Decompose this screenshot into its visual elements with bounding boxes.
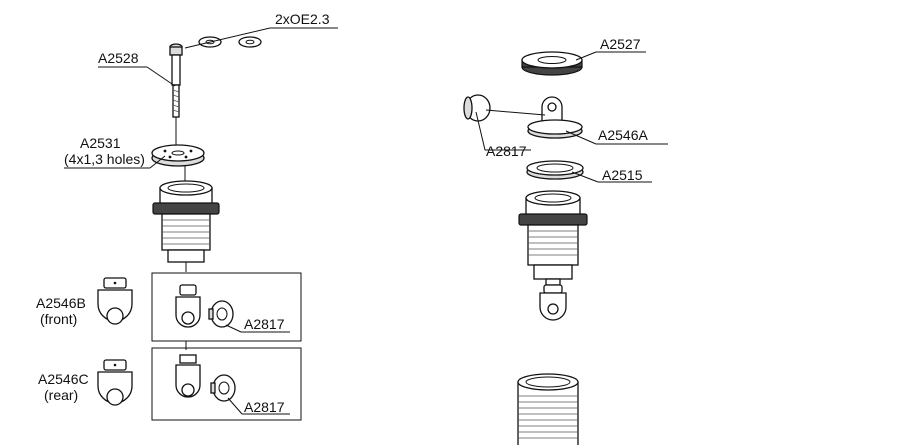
pin-label: A2528 — [98, 50, 139, 66]
clip-count-label: 2xOE2.3 — [275, 11, 330, 27]
top-mount-label: A2546A — [598, 127, 648, 143]
nut-part — [521, 51, 583, 76]
eyelet-rear-detail — [175, 354, 236, 402]
eyelet-front-part — [97, 277, 133, 325]
ball-right-label: A2817 — [486, 143, 527, 159]
shock-body-right — [518, 190, 588, 321]
washer-label: A2531 — [80, 135, 121, 151]
eyelet-rear-label: A2546C — [38, 371, 89, 387]
lower-tube-right — [517, 373, 579, 445]
eyelet-front-label: A2546B — [36, 295, 86, 311]
spacer-part — [526, 160, 584, 180]
eyelet-front-note: (front) — [40, 311, 77, 327]
eyelet-rear-note: (rear) — [44, 387, 78, 403]
top-mount-part — [463, 94, 583, 139]
e-clip-parts — [198, 36, 262, 48]
ball-upper-label: A2817 — [244, 316, 285, 332]
washer-part — [151, 144, 205, 167]
front-detail-box — [151, 272, 302, 342]
rear-detail-box — [151, 347, 302, 421]
eyelet-rear-part — [97, 359, 133, 406]
spacer-label: A2515 — [602, 167, 643, 183]
nut-label: A2527 — [600, 36, 641, 52]
pin-part — [169, 43, 183, 118]
shock-cap-left — [152, 180, 220, 272]
eyelet-front-detail — [175, 284, 234, 328]
ball-lower-label: A2817 — [244, 399, 285, 415]
washer-note: (4x1,3 holes) — [64, 151, 145, 167]
